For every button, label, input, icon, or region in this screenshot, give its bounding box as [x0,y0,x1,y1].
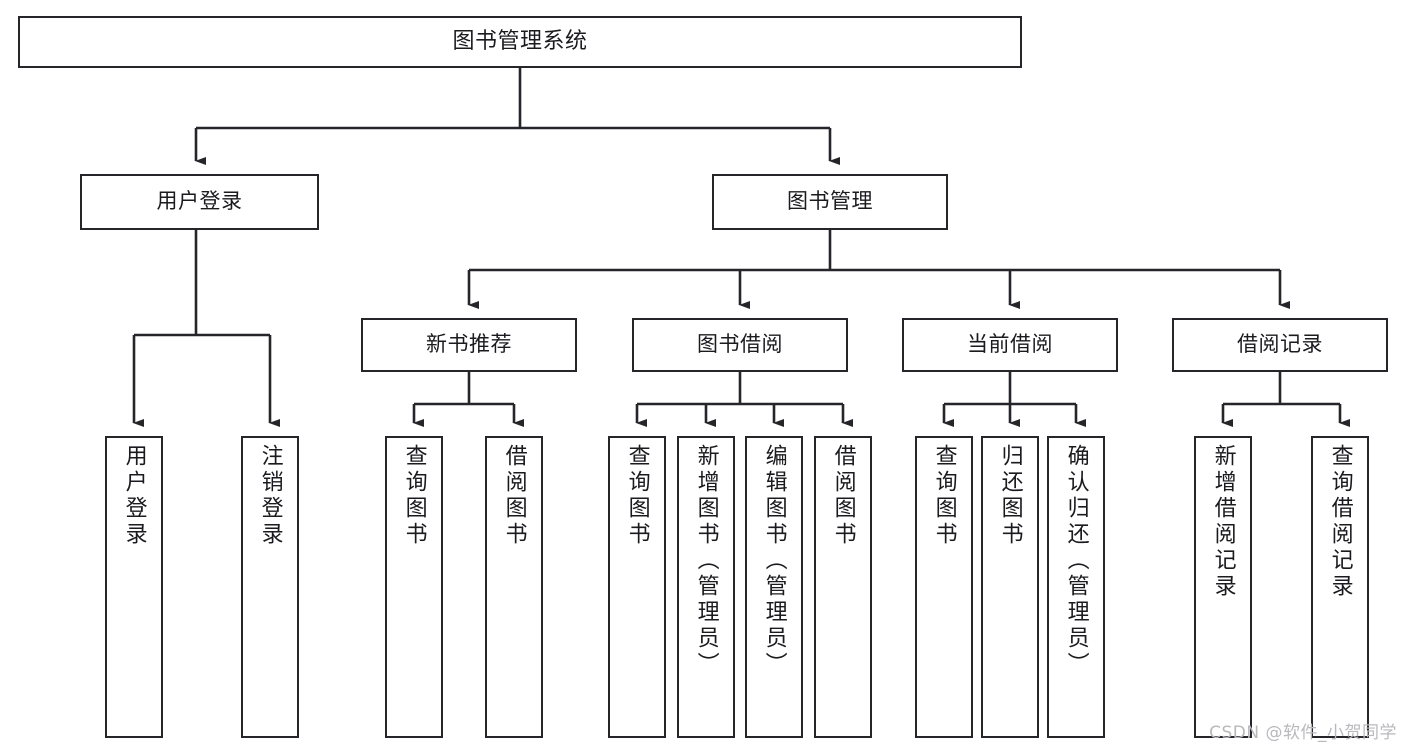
node-borrow-record[interactable]: 借阅记录 [1172,318,1388,372]
leaf-borrow-add-book-admin[interactable]: 新增图书（管理员） [677,436,735,738]
node-user-login[interactable]: 用户登录 [80,174,319,230]
leaf-borrow-edit-book-admin[interactable]: 编辑图书（管理员） [745,436,803,738]
node-root-system[interactable]: 图书管理系统 [18,16,1022,68]
node-label: 查询图书 [401,444,427,548]
leaf-recommend-query-book[interactable]: 查询图书 [385,436,443,738]
node-label: 用户登录 [121,444,147,548]
node-label: 图书借阅 [697,332,783,357]
node-label: 当前借阅 [967,332,1053,357]
node-label: 新增图书（管理员） [693,444,719,678]
node-book-management[interactable]: 图书管理 [712,174,948,230]
node-label: 图书管理系统 [452,28,588,54]
leaf-borrow-query-book[interactable]: 查询图书 [608,436,666,738]
leaf-user-login-logout[interactable]: 注销登录 [241,436,299,738]
leaf-recommend-borrow-book[interactable]: 借阅图书 [485,436,543,738]
node-label: 新增借阅记录 [1210,444,1236,600]
node-label: 新书推荐 [426,332,512,357]
leaf-borrow-borrow-book[interactable]: 借阅图书 [814,436,872,738]
node-label: 借阅图书 [501,444,527,548]
node-label: 借阅图书 [830,444,856,548]
node-label: 图书管理 [787,189,873,214]
node-label: 查询借阅记录 [1327,444,1353,600]
node-label: 借阅记录 [1237,332,1323,357]
node-new-book-recommend[interactable]: 新书推荐 [361,318,577,372]
node-label: 用户登录 [156,189,243,214]
node-label: 编辑图书（管理员） [761,444,787,678]
node-label: 查询图书 [624,444,650,548]
leaf-current-query-book[interactable]: 查询图书 [915,436,973,738]
leaf-record-query-record[interactable]: 查询借阅记录 [1311,436,1369,738]
node-label: 确认归还（管理员） [1063,444,1089,678]
watermark-text: CSDN @软件_小贺同学 [1209,723,1397,743]
node-current-borrow[interactable]: 当前借阅 [902,318,1118,372]
leaf-record-add-record[interactable]: 新增借阅记录 [1194,436,1252,738]
leaf-current-confirm-return-admin[interactable]: 确认归还（管理员） [1047,436,1105,738]
node-label: 查询图书 [931,444,957,548]
node-label: 注销登录 [257,444,283,548]
node-book-borrow[interactable]: 图书借阅 [632,318,848,372]
node-label: 归还图书 [997,444,1023,548]
leaf-current-return-book[interactable]: 归还图书 [981,436,1039,738]
leaf-user-login-login[interactable]: 用户登录 [105,436,163,738]
